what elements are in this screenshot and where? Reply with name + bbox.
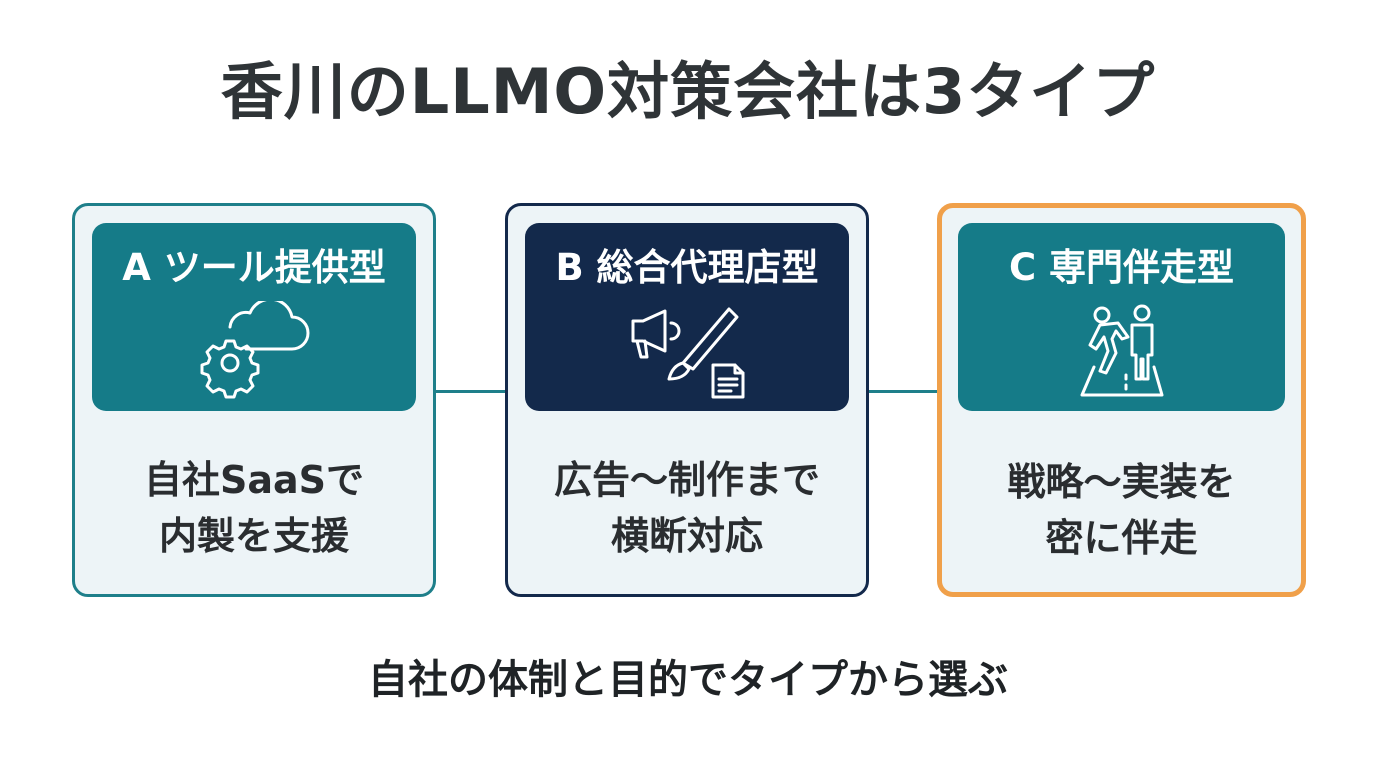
page-title: 香川のLLMO対策会社は3タイプ [220, 55, 1156, 128]
card-c-header: C 専門伴走型 [958, 223, 1285, 411]
gear-cloud-icon [200, 301, 310, 399]
type-card-b: B 総合代理店型 広告〜制作まで 横断対応 [505, 203, 869, 597]
type-card-a: A ツール提供型 自社SaaSで 内製を支援 [72, 203, 436, 597]
connector-b-c [869, 390, 937, 393]
card-b-label: B 総合代理店型 [555, 246, 819, 289]
card-c-label: C 専門伴走型 [1008, 246, 1235, 289]
card-b-line-2: 横断対応 [610, 514, 763, 558]
card-b-description: 広告〜制作まで 横断対応 [508, 452, 866, 564]
card-a-label: A ツール提供型 [122, 246, 386, 289]
footer-caption: 自社の体制と目的でタイプから選ぶ [368, 657, 1008, 703]
card-c-line-1: 戦略〜実装を [1007, 460, 1236, 504]
megaphone-brush-document-icon [631, 307, 745, 399]
card-c-description: 戦略〜実装を 密に伴走 [942, 454, 1301, 566]
card-b-line-1: 広告〜制作まで [553, 458, 820, 502]
card-b-header: B 総合代理店型 [525, 223, 849, 411]
card-c-line-2: 密に伴走 [1045, 516, 1198, 560]
connector-a-b [436, 390, 505, 393]
card-a-description: 自社SaaSで 内製を支援 [75, 452, 433, 564]
card-a-header: A ツール提供型 [92, 223, 416, 411]
walking-companions-icon [1080, 304, 1163, 397]
type-card-c: C 専門伴走型 戦略〜実装を 密に伴走 [937, 203, 1306, 597]
card-a-line-1: 自社SaaSで [143, 458, 365, 502]
card-a-line-2: 内製を支援 [158, 514, 349, 558]
